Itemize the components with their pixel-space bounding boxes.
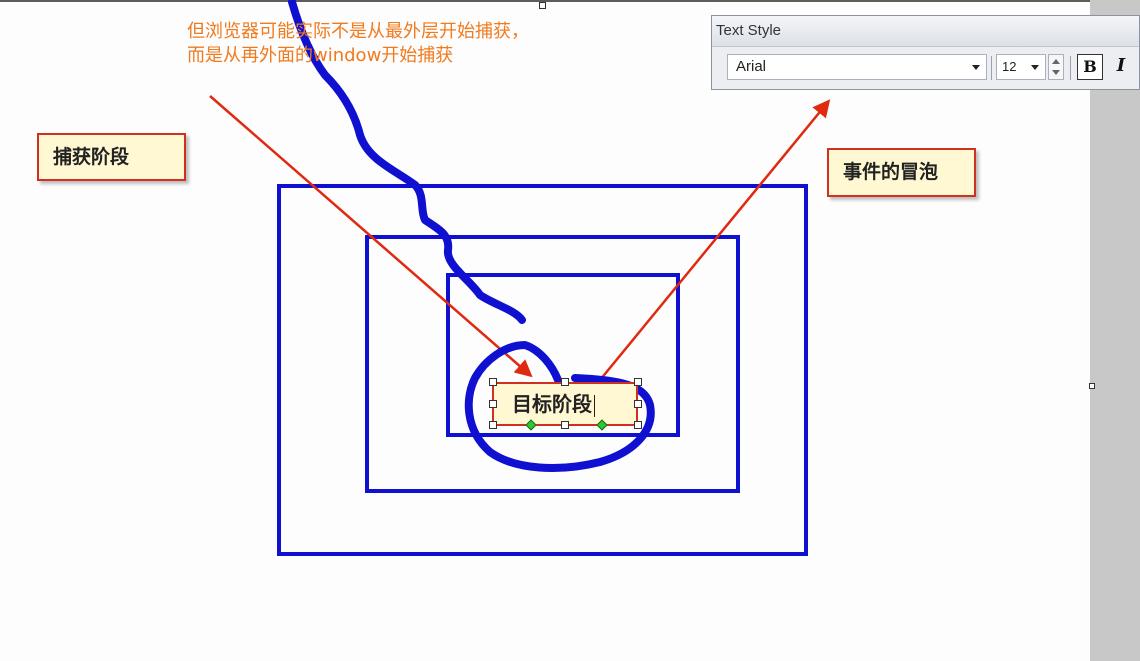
bubble-arrow[interactable] [599, 99, 831, 381]
resize-handle-bottom-right[interactable] [634, 421, 642, 429]
text-style-toolbar: Text Style Arial 12 B I [711, 15, 1140, 90]
toolbar-separator [1070, 56, 1071, 80]
drawing-canvas[interactable] [0, 0, 1090, 661]
spin-down-icon[interactable] [1052, 70, 1060, 75]
target-phase-label: 目标阶段 [512, 392, 592, 416]
chevron-down-icon[interactable] [972, 65, 980, 70]
bubbling-phase-label: 事件的冒泡 [843, 161, 939, 183]
capture-phase-callout[interactable]: 捕获阶段 [37, 133, 186, 181]
bubbling-phase-callout[interactable]: 事件的冒泡 [827, 148, 976, 197]
right-scroll-strip[interactable] [1090, 0, 1140, 661]
font-size-select[interactable]: 12 [996, 54, 1046, 80]
canvas-resize-handle-top[interactable] [539, 2, 546, 9]
freehand-stroke-downward[interactable] [288, 0, 526, 324]
middle-frame[interactable] [365, 235, 740, 493]
toolbar-title[interactable]: Text Style [712, 16, 1139, 47]
annotation-note[interactable]: 但浏览器可能实际不是从最外层开始捕获， 而是从再外面的window开始捕获 [187, 20, 627, 68]
inner-frame[interactable] [446, 273, 680, 437]
font-size-value: 12 [1002, 59, 1017, 74]
resize-handle-top-right[interactable] [634, 378, 642, 386]
toolbar-separator [991, 56, 992, 80]
canvas-resize-handle-right[interactable] [1089, 383, 1095, 389]
font-family-value: Arial [736, 58, 767, 75]
annotation-note-line2: 而是从再外面的window开始捕获 [187, 45, 454, 66]
resize-handle-right[interactable] [634, 400, 642, 408]
freehand-loop-around-target[interactable] [464, 341, 655, 472]
italic-button[interactable]: I [1116, 55, 1126, 76]
font-size-spinner[interactable] [1048, 54, 1064, 80]
resize-handle-top-left[interactable] [489, 378, 497, 386]
target-phase-textbox[interactable]: 目标阶段 [492, 382, 638, 426]
text-caret [594, 394, 595, 417]
chevron-down-icon[interactable] [1031, 65, 1039, 70]
capture-arrow[interactable] [209, 95, 533, 378]
resize-handle-bottom-left[interactable] [489, 421, 497, 429]
spin-up-icon[interactable] [1052, 59, 1060, 64]
resize-handle-bottom[interactable] [561, 421, 569, 429]
capture-phase-label: 捕获阶段 [53, 146, 130, 168]
resize-handle-left[interactable] [489, 400, 497, 408]
font-family-select[interactable]: Arial [727, 54, 987, 80]
bold-button[interactable]: B [1077, 54, 1103, 80]
annotation-note-line1: 但浏览器可能实际不是从最外层开始捕获， [187, 21, 529, 42]
resize-handle-top[interactable] [561, 378, 569, 386]
top-divider [0, 0, 1090, 2]
outer-frame[interactable] [277, 184, 808, 556]
drawing-layer [209, 0, 831, 556]
